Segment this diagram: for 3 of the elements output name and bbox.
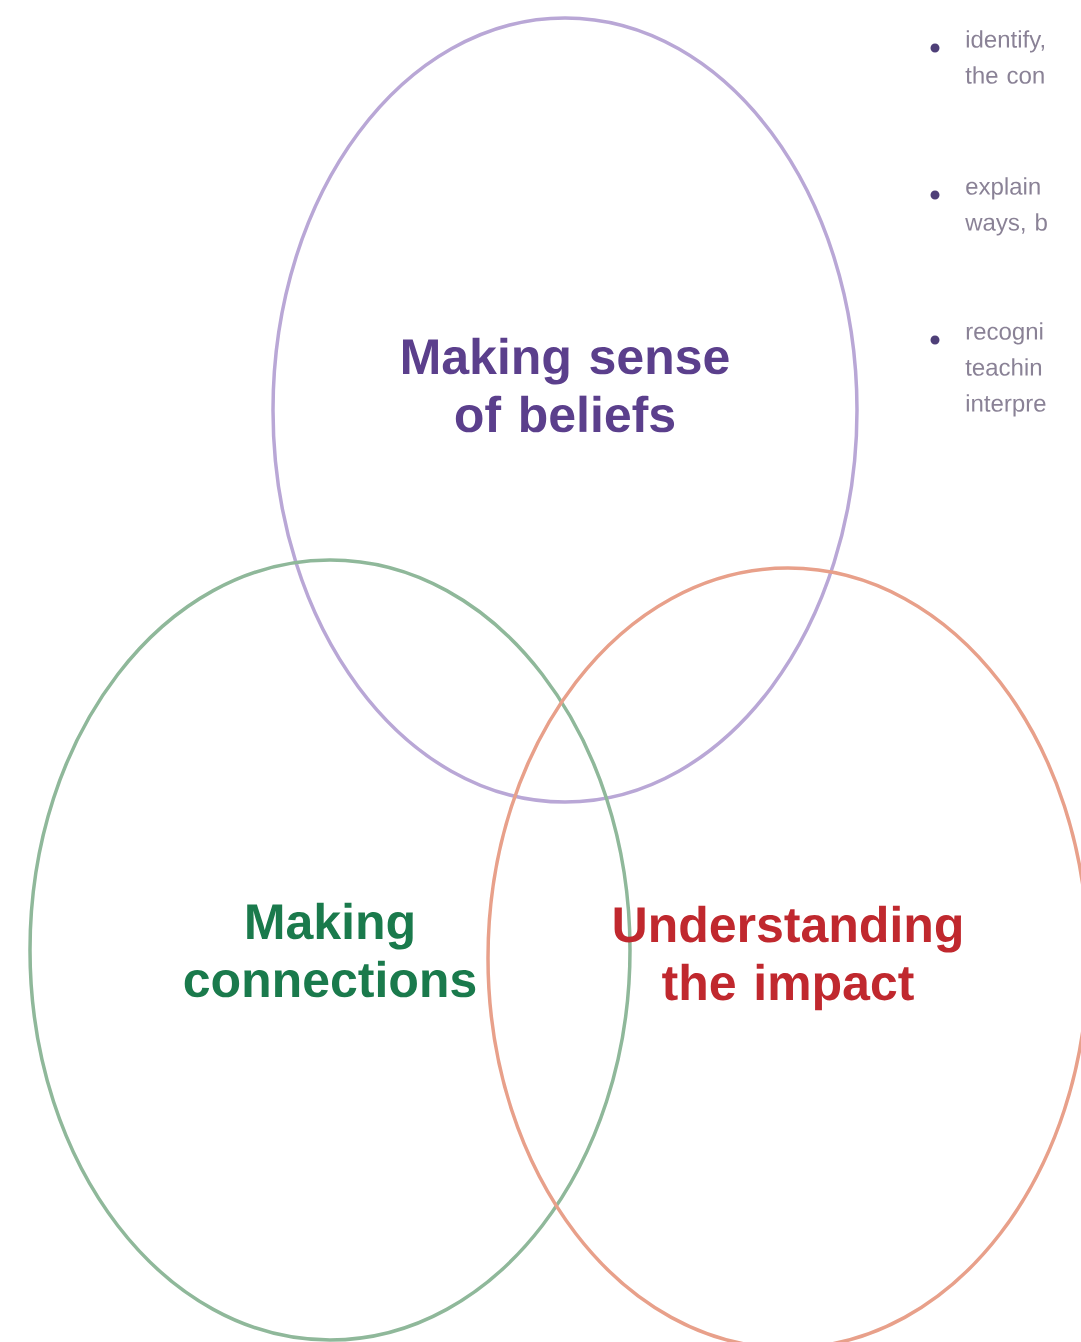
bullet-item: explain ways, b: [930, 177, 1047, 236]
bullet-item: recogni teachin interpre: [930, 322, 1046, 417]
bullet-item: identify, the con: [930, 30, 1044, 84]
